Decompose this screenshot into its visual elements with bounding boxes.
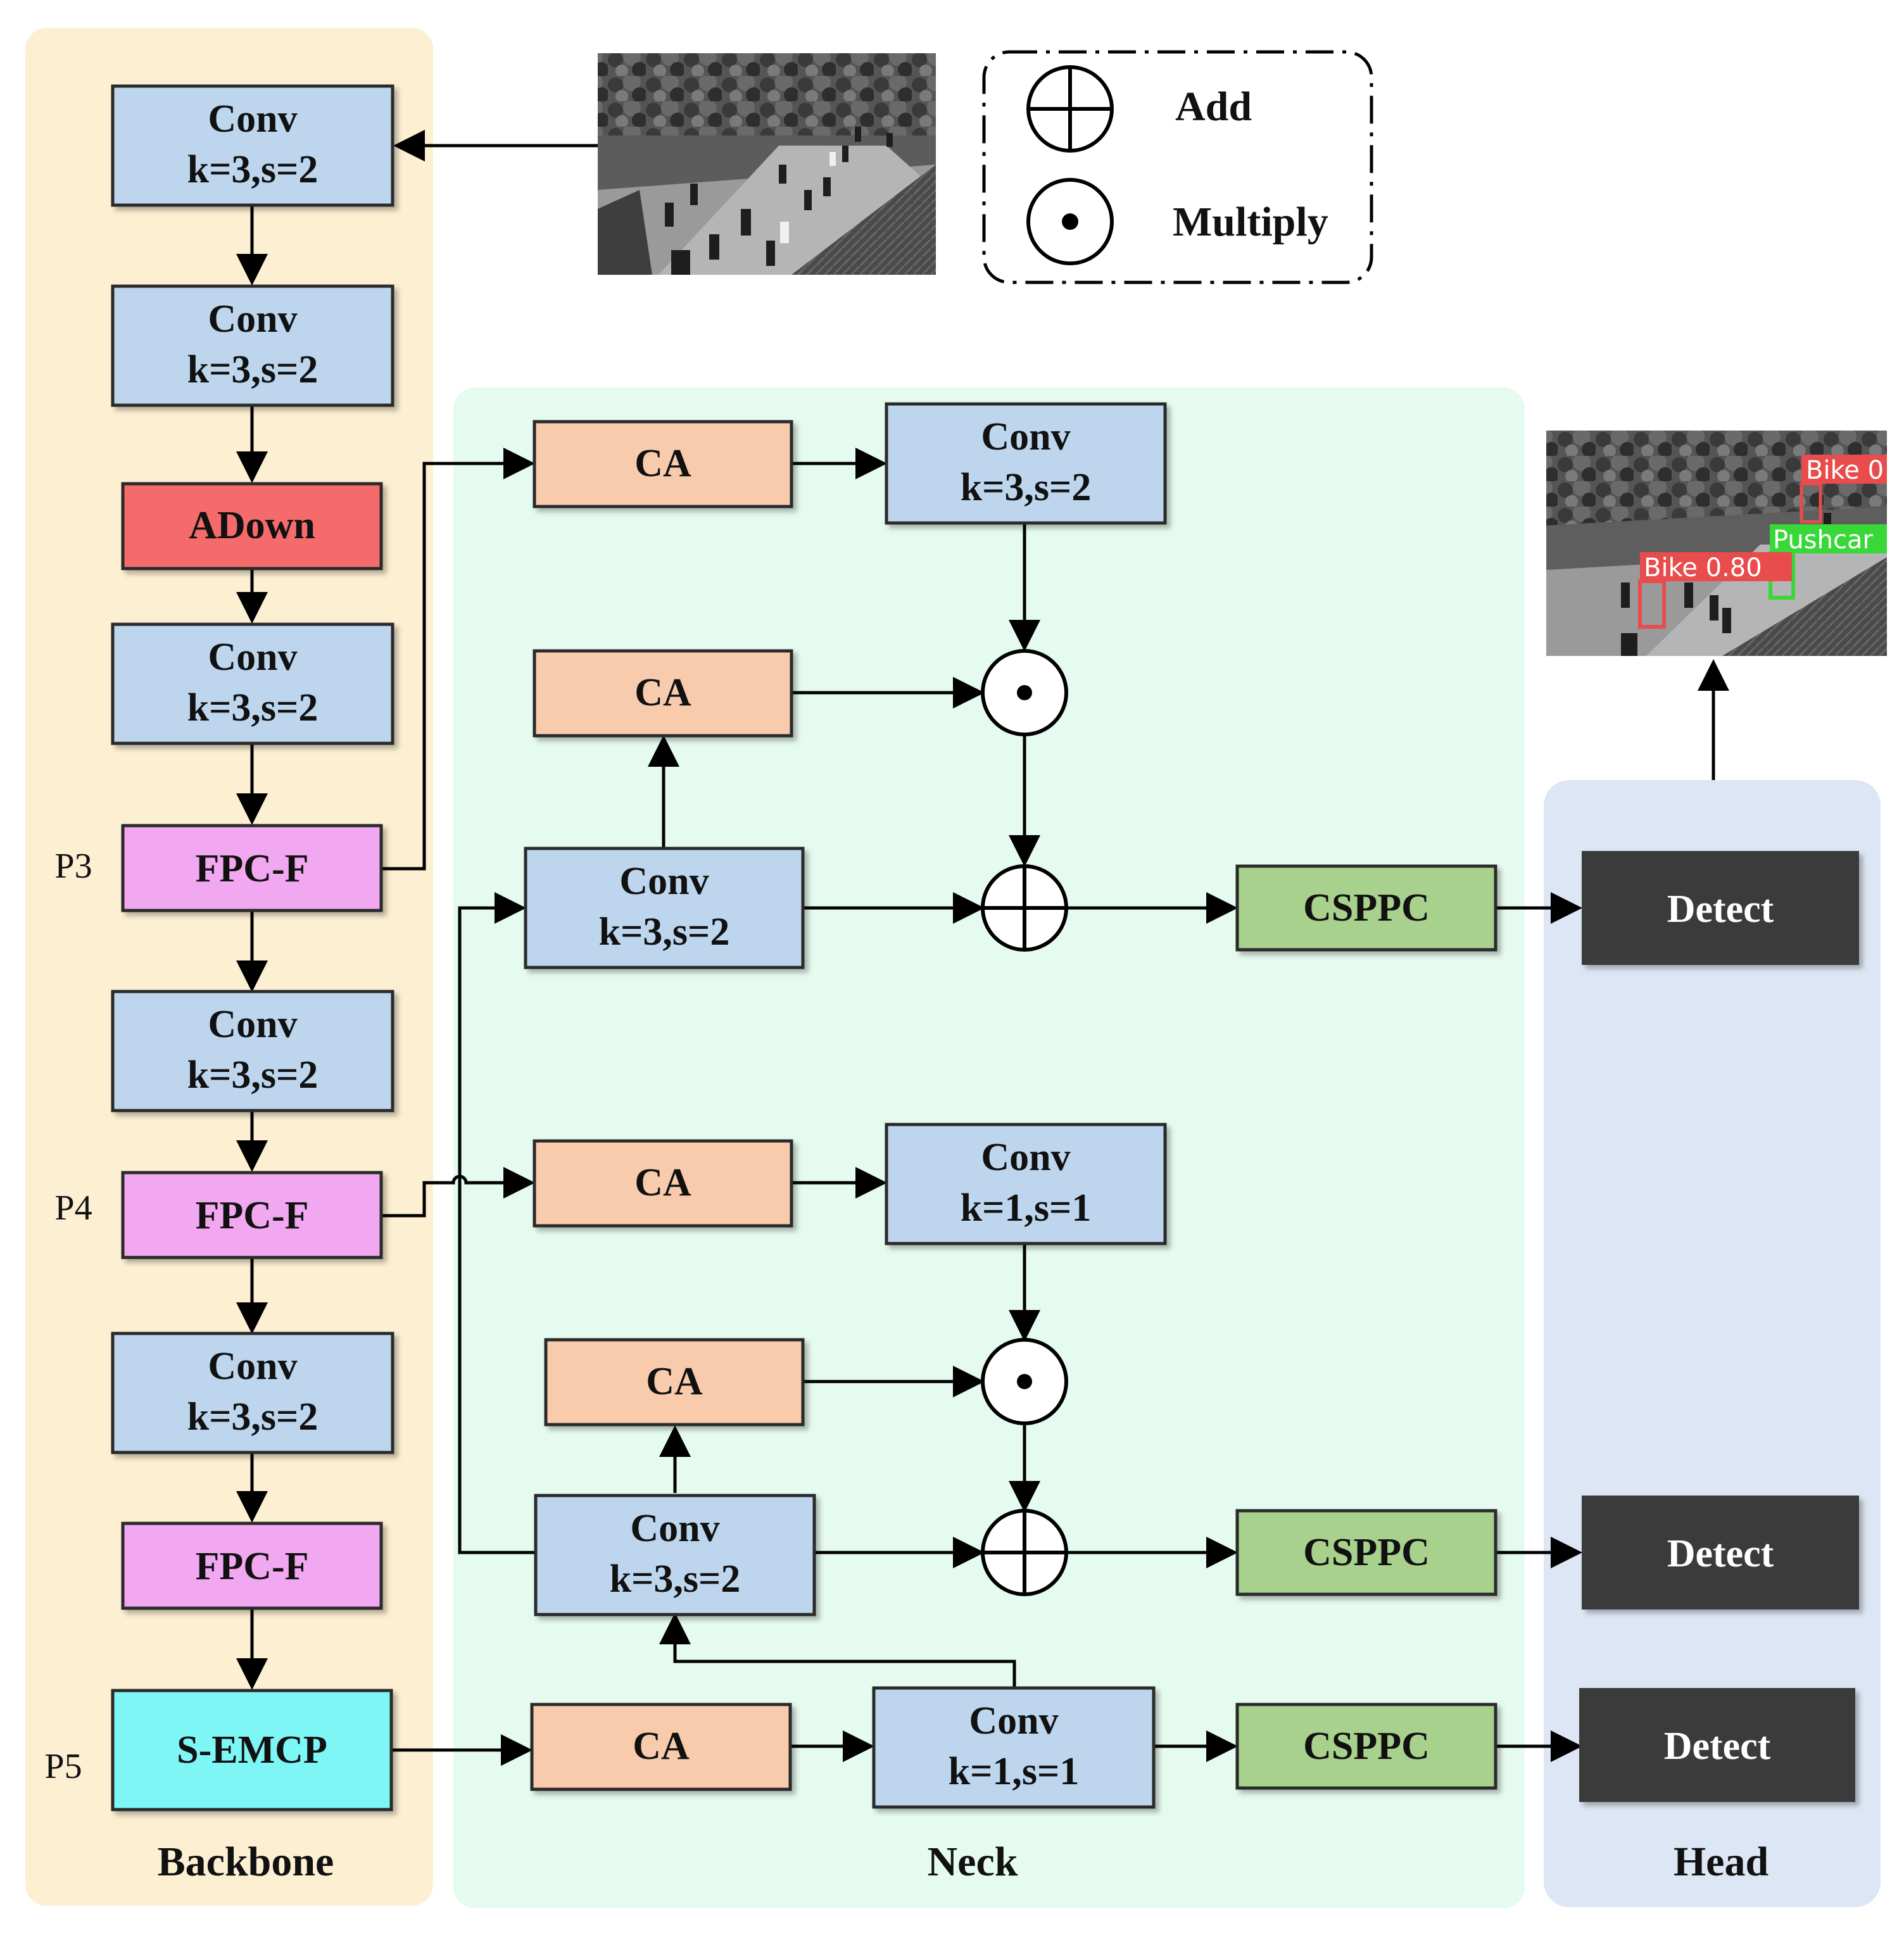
multiply-node-2 (981, 1338, 1068, 1425)
head-detect-2: Detect (1582, 1496, 1859, 1609)
backbone-conv-2-params: k=3,s=2 (187, 348, 318, 391)
neck-ca-5: CA (530, 1703, 792, 1791)
legend-multiply-label: Multiply (1173, 199, 1328, 245)
neck-conv-p3-params: k=3,s=2 (599, 910, 730, 954)
add-icon (1026, 65, 1114, 153)
backbone-fpc-f-p3: FPC-F (121, 824, 383, 912)
backbone-fpc-f-3: FPC-F (121, 1521, 383, 1610)
neck-conv-p5-name: Conv (969, 1699, 1058, 1742)
neck-conv-mid-params: k=1,s=1 (961, 1187, 1092, 1230)
backbone-conv-3-params: k=3,s=2 (187, 686, 318, 729)
backbone-conv-4-name: Conv (208, 1003, 297, 1046)
output-label-bike-2: Bike 0.80 (1644, 553, 1762, 583)
multiply-icon (1026, 178, 1114, 265)
backbone-conv-2: Conv k=3,s=2 (111, 284, 394, 407)
backbone-fpc-f-p3-label: FPC-F (195, 847, 308, 890)
neck-conv-p4: Conv k=3,s=2 (534, 1494, 816, 1616)
neck-conv-top: Conv k=3,s=2 (885, 402, 1167, 525)
neck-ca-2-label: CA (634, 671, 691, 714)
backbone-conv-1-params: k=3,s=2 (187, 148, 318, 191)
neck-conv-mid: Conv k=1,s=1 (885, 1123, 1167, 1245)
backbone-title: Backbone (158, 1839, 334, 1885)
backbone-conv-3-name: Conv (208, 636, 297, 679)
head-panel (1544, 780, 1881, 1907)
backbone-conv-1: Conv k=3,s=2 (111, 84, 394, 207)
neck-csppc-3: CSPPC (1235, 1703, 1497, 1790)
neck-conv-p5: Conv k=1,s=1 (872, 1686, 1156, 1809)
neck-ca-5-label: CA (633, 1725, 690, 1768)
backbone-conv-4: Conv k=3,s=2 (111, 990, 394, 1112)
neck-conv-p4-params: k=3,s=2 (610, 1558, 741, 1601)
neck-csppc-1: CSPPC (1235, 864, 1497, 952)
head-detect-1-label: Detect (1667, 888, 1774, 931)
backbone-conv-5: Conv k=3,s=2 (111, 1332, 394, 1454)
backbone-fpc-f-p4: FPC-F (121, 1171, 383, 1259)
head-title: Head (1674, 1839, 1768, 1885)
neck-title: Neck (928, 1839, 1018, 1885)
backbone-fpc-f-p4-label: FPC-F (195, 1194, 308, 1237)
neck-csppc-2-label: CSPPC (1303, 1531, 1430, 1574)
add-node-2 (981, 1509, 1068, 1596)
legend-box: Add Multiply (982, 50, 1373, 284)
neck-conv-top-name: Conv (981, 415, 1070, 458)
backbone-conv-2-name: Conv (208, 298, 297, 341)
neck-conv-mid-name: Conv (981, 1136, 1070, 1179)
connections (236, 130, 1729, 1766)
output-label-pushcar: Pushcar (1773, 526, 1873, 555)
neck-ca-1-label: CA (634, 442, 691, 485)
neck-csppc-3-label: CSPPC (1303, 1725, 1430, 1768)
backbone-adown: ADown (121, 482, 383, 570)
neck-conv-p5-params: k=1,s=1 (949, 1750, 1080, 1793)
output-label-bike-1: Bike 0 (1806, 456, 1884, 485)
neck-conv-p3-name: Conv (619, 860, 709, 903)
level-label-p5: P5 (44, 1747, 82, 1786)
head-detect-3-label: Detect (1664, 1725, 1771, 1768)
head-detect-2-label: Detect (1667, 1532, 1774, 1575)
neck-conv-p3: Conv k=3,s=2 (524, 847, 805, 969)
legend-add-label: Add (1175, 84, 1252, 130)
neck-ca-4: CA (544, 1338, 805, 1427)
backbone-adown-label: ADown (189, 504, 315, 547)
backbone-conv-3: Conv k=3,s=2 (111, 622, 394, 745)
neck-ca-3-label: CA (634, 1161, 691, 1204)
head-detect-1: Detect (1582, 851, 1859, 965)
level-label-p4: P4 (54, 1188, 92, 1228)
neck-ca-4-label: CA (646, 1360, 703, 1403)
neck-csppc-1-label: CSPPC (1303, 886, 1430, 929)
backbone-s-emcp: S-EMCP (111, 1689, 393, 1811)
level-label-p3: P3 (54, 847, 92, 886)
add-node-1 (981, 864, 1068, 952)
backbone-fpc-f-3-label: FPC-F (195, 1545, 308, 1588)
backbone-conv-4-params: k=3,s=2 (187, 1054, 318, 1097)
neck-csppc-2: CSPPC (1235, 1509, 1497, 1596)
backbone-s-emcp-label: S-EMCP (177, 1729, 327, 1772)
neck-ca-2: CA (533, 649, 793, 738)
neck-ca-3: CA (533, 1139, 793, 1228)
backbone-conv-5-name: Conv (208, 1345, 297, 1388)
backbone-conv-1-name: Conv (208, 98, 297, 141)
input-image (598, 53, 936, 275)
neck-conv-top-params: k=3,s=2 (961, 466, 1092, 509)
backbone-conv-5-params: k=3,s=2 (187, 1395, 318, 1439)
neck-conv-p4-name: Conv (630, 1507, 719, 1550)
output-image: Bike 0 Pushcar Bike 0.80 (1546, 431, 1887, 656)
multiply-node-1 (981, 649, 1068, 736)
neck-ca-1: CA (533, 420, 793, 508)
head-detect-3: Detect (1579, 1688, 1855, 1802)
